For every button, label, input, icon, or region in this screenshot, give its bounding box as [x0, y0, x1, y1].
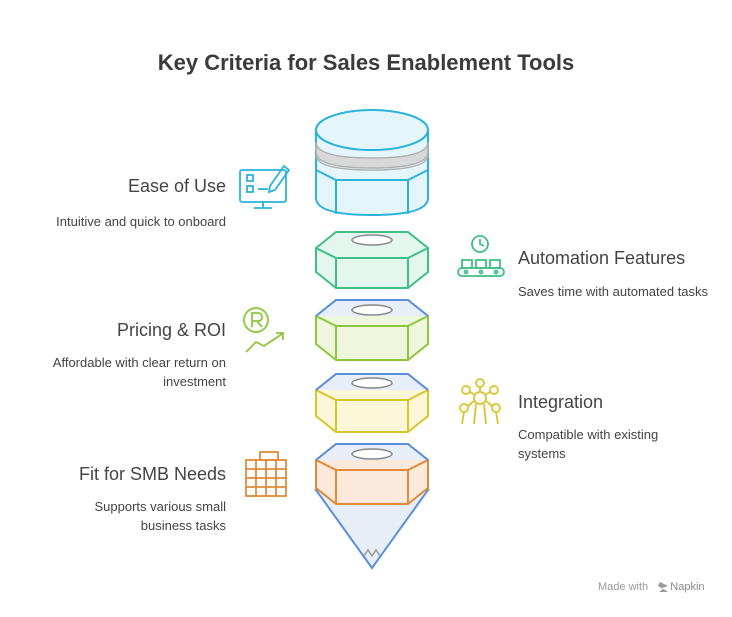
monitor-pencil-icon: [239, 164, 291, 209]
criterion-integration-title: Integration: [518, 392, 604, 412]
criterion-automation-description: Saves time with automated tasks: [518, 284, 709, 299]
napkin-logo-icon: [658, 582, 668, 592]
nut-integration: [315, 373, 429, 433]
made-with-badge[interactable]: Made with Napkin: [598, 581, 705, 593]
coin-growth-icon: [243, 307, 284, 353]
napkin-brand: Napkin: [670, 581, 705, 593]
nut-pricing: [315, 299, 429, 361]
cylinder-top: [315, 109, 429, 217]
nut-automation: [315, 231, 429, 289]
criterion-pricing-description: Affordable with clear return on investme…: [52, 355, 226, 389]
criterion-automation-title: Automation Features: [518, 248, 686, 268]
criterion-smb-title: Fit for SMB Needs: [78, 464, 226, 484]
criterion-ease-title: Ease of Use: [127, 176, 226, 196]
made-with-label: Made with: [598, 581, 649, 593]
building-icon: [245, 451, 287, 497]
conveyor-clock-icon: [457, 235, 505, 277]
criterion-integration-description: Compatible with existing systems: [518, 427, 659, 461]
network-nodes-icon: [459, 378, 501, 425]
page-title: Key Criteria for Sales Enablement Tools: [157, 50, 575, 75]
criterion-ease-description: Intuitive and quick to onboard: [56, 214, 226, 229]
criterion-smb-description: Supports various small business tasks: [94, 499, 227, 533]
nut-smb: [314, 443, 430, 570]
criterion-pricing-title: Pricing & ROI: [116, 320, 226, 340]
